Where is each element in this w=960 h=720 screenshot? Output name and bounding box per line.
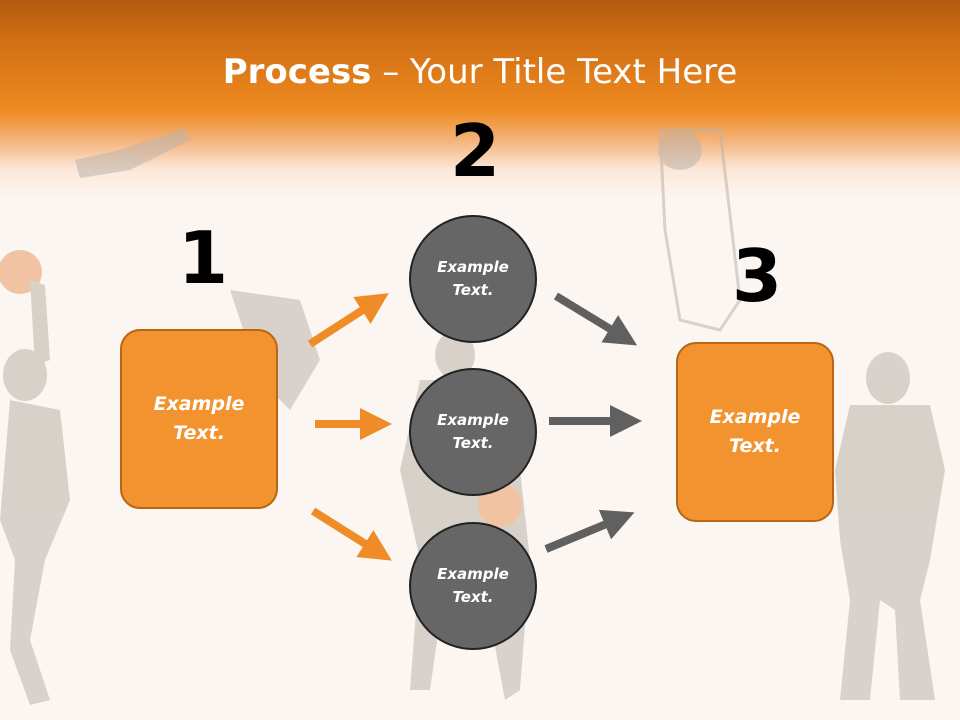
process-circle-top: Example Text. — [409, 215, 537, 343]
step-number-1: 1 — [178, 216, 229, 300]
right-step-box: Example Text. — [676, 342, 834, 522]
left-step-box: Example Text. — [120, 329, 278, 509]
circle-bottom-text: Example Text. — [437, 565, 509, 606]
circle-middle-text: Example Text. — [437, 411, 509, 452]
arrow-left-to-top — [307, 293, 389, 348]
title-rest: – Your Title Text Here — [371, 52, 738, 92]
arrow-left-to-bottom — [310, 507, 392, 561]
arrow-top-to-right — [553, 292, 638, 346]
header-band — [0, 0, 960, 200]
process-circle-middle: Example Text. — [409, 368, 537, 496]
step-number-3: 3 — [732, 234, 783, 318]
left-box-text: Example Text. — [153, 393, 245, 444]
title-bold: Process — [222, 52, 372, 92]
process-circle-bottom: Example Text. — [409, 522, 537, 650]
slide-title: Process – Your Title Text Here — [0, 52, 960, 92]
step-number-2: 2 — [450, 109, 501, 193]
circle-top-text: Example Text. — [437, 258, 509, 299]
right-box-text: Example Text. — [709, 406, 801, 457]
arrow-bottom-to-right — [544, 509, 635, 553]
